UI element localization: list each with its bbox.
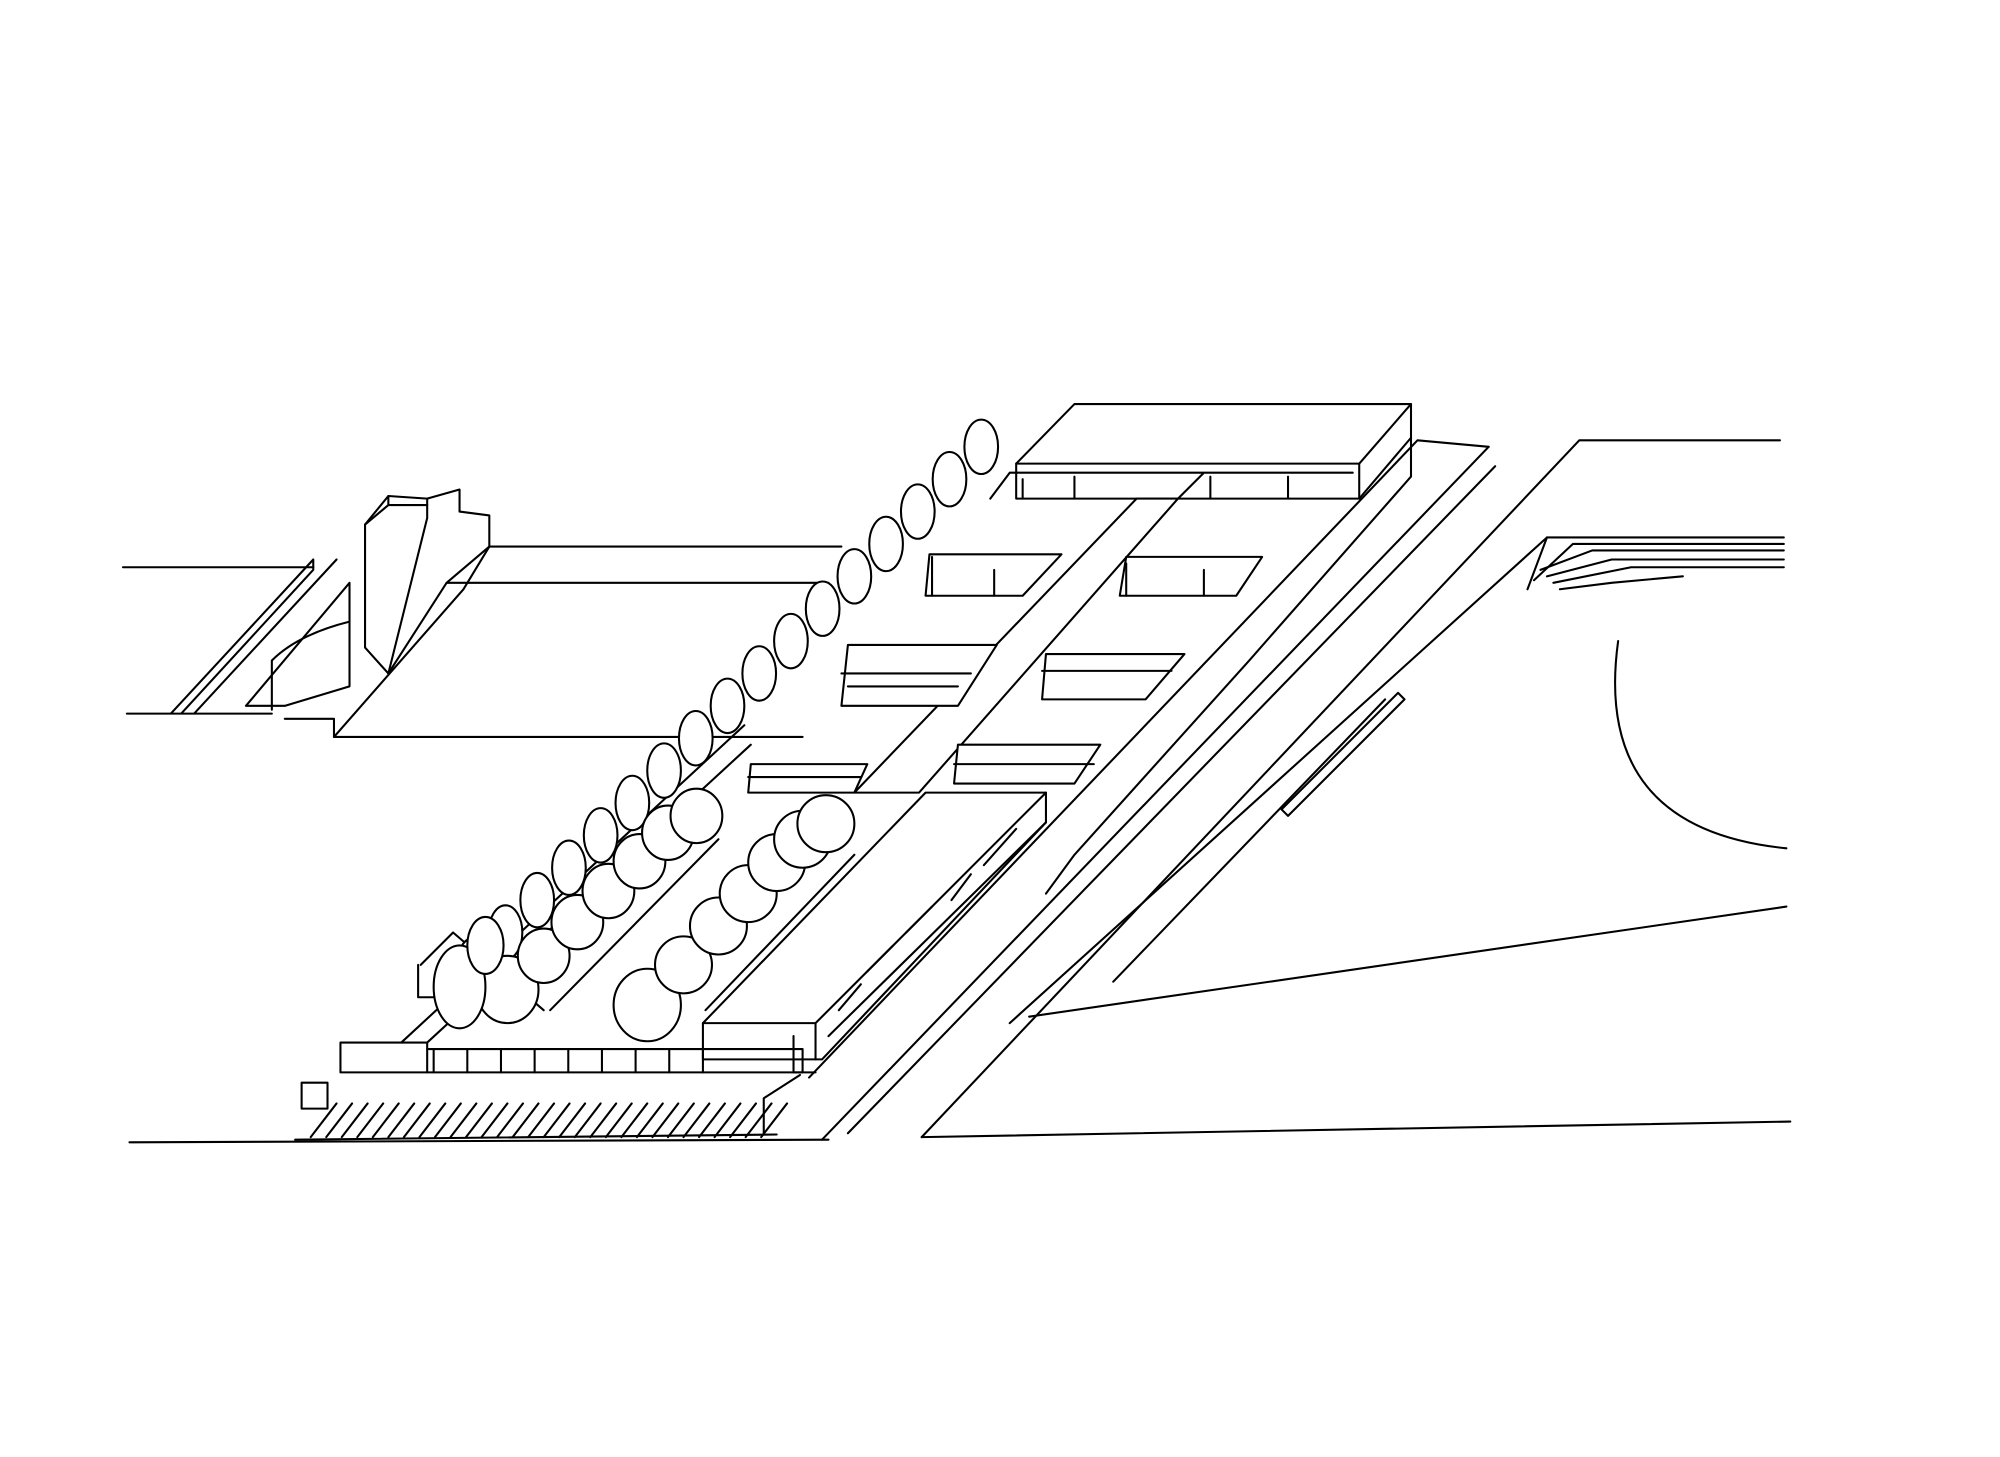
hatch-line (325, 1102, 354, 1139)
tree (868, 515, 904, 573)
road-edge-center (846, 465, 1497, 1135)
base-cells (432, 1048, 704, 1074)
tree (516, 927, 571, 985)
ground-line-bottom-left (128, 1138, 830, 1144)
hatch-line (356, 1102, 385, 1139)
hatch-line (402, 1102, 431, 1139)
tree (519, 871, 556, 929)
hatch-line (697, 1102, 726, 1139)
road-edge-left (820, 445, 1490, 1141)
hatch-line (589, 1102, 618, 1139)
tree-rows (417, 418, 1000, 1043)
ground-line-bottom-right (920, 1120, 1792, 1139)
hatch-line (433, 1102, 462, 1139)
hatch-line (418, 1102, 447, 1139)
hatch-line (309, 1102, 338, 1139)
hatch-line (729, 1102, 758, 1139)
tree (963, 418, 1000, 476)
hatch-line (744, 1102, 773, 1139)
hatch-line (635, 1102, 664, 1139)
hatch-line (573, 1102, 602, 1139)
tree (836, 548, 873, 605)
tree (653, 935, 714, 995)
tree (931, 450, 968, 508)
left-gate-structure (169, 488, 843, 738)
hatch-line (340, 1102, 369, 1139)
hatch-line (387, 1102, 416, 1139)
hatch-line (371, 1102, 400, 1139)
base-wall (339, 1041, 429, 1074)
hatch-line (496, 1102, 525, 1139)
hatch-line (558, 1102, 587, 1139)
hatch-line (651, 1102, 680, 1139)
tree (899, 483, 936, 540)
tree (796, 794, 856, 854)
tree (773, 612, 809, 670)
hatch-line (464, 1102, 493, 1139)
hatch-line (713, 1102, 742, 1139)
hatch-line (666, 1102, 695, 1139)
tree (551, 839, 587, 896)
hatch-line (760, 1102, 789, 1139)
main-building (701, 403, 1413, 1074)
ramp-line (1028, 905, 1788, 1018)
tree (466, 915, 505, 975)
curved-track (1614, 640, 1788, 850)
courtyard-blocks (747, 475, 1290, 794)
hatch-line (604, 1102, 633, 1139)
tree (804, 580, 841, 637)
road (808, 439, 1788, 1141)
hatch-line (527, 1102, 556, 1139)
road-lane (1008, 536, 1548, 1025)
hatch-line (682, 1102, 711, 1139)
hatch-line (449, 1102, 478, 1139)
tree (614, 774, 651, 832)
tree (582, 807, 619, 864)
hatch-line (480, 1102, 509, 1139)
tree (741, 645, 778, 702)
tree (669, 787, 724, 845)
tree (677, 709, 714, 767)
tree (646, 742, 682, 799)
small-box (300, 1081, 329, 1110)
lower-wing (701, 791, 1047, 1061)
hatch-strip (309, 1102, 789, 1139)
ground-lines (121, 566, 1792, 1144)
hatch-line (511, 1102, 540, 1139)
hatch-line (620, 1102, 649, 1139)
tree (709, 677, 746, 735)
railway-tracks (1526, 536, 1785, 591)
hatch-line (542, 1102, 571, 1139)
